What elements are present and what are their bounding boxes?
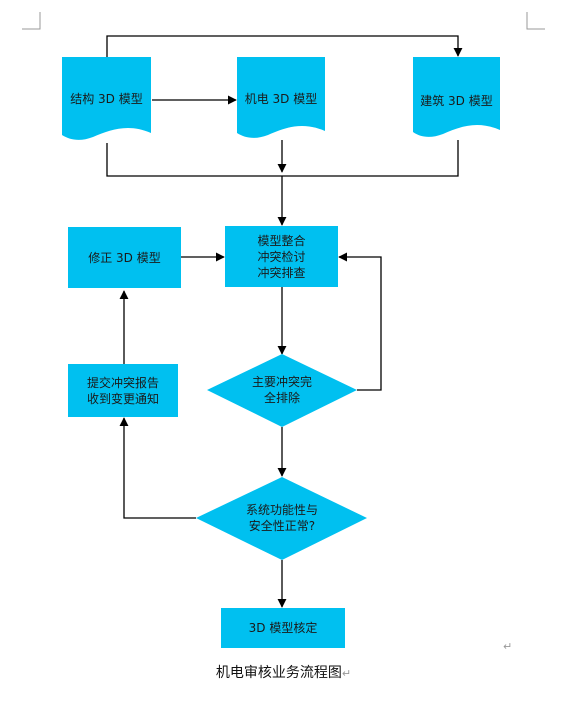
- node-main-conflicts-shape: [207, 354, 357, 427]
- node-architectural-model-shape: [413, 57, 500, 137]
- edge-architectural-down: [282, 140, 459, 177]
- caption-text: 机电审核业务流程图: [215, 665, 342, 681]
- node-submit-report-shape: [68, 364, 178, 417]
- edge-decision1-loop: [338, 252, 382, 391]
- edge-decision2-to-report: [119, 417, 196, 519]
- caption-paragraph-mark: ↵: [341, 667, 352, 680]
- node-revise-model-shape: [68, 227, 181, 288]
- page-corner-marks: [22, 12, 545, 30]
- edge-structural-down: [106, 143, 282, 177]
- connectors: [106, 35, 463, 608]
- node-mep-model-shape: [237, 57, 325, 138]
- node-system-safety-shape: [196, 477, 367, 560]
- node-model-integration-shape: [225, 226, 338, 287]
- figure-caption: 机电审核业务流程图↵: [0, 662, 567, 682]
- paragraph-mark: ↵: [503, 640, 513, 653]
- node-structural-model-shape: [62, 57, 151, 140]
- node-shapes: [62, 57, 500, 648]
- edge-structural-to-architectural: [106, 35, 463, 58]
- node-model-finalized-shape: [221, 608, 345, 648]
